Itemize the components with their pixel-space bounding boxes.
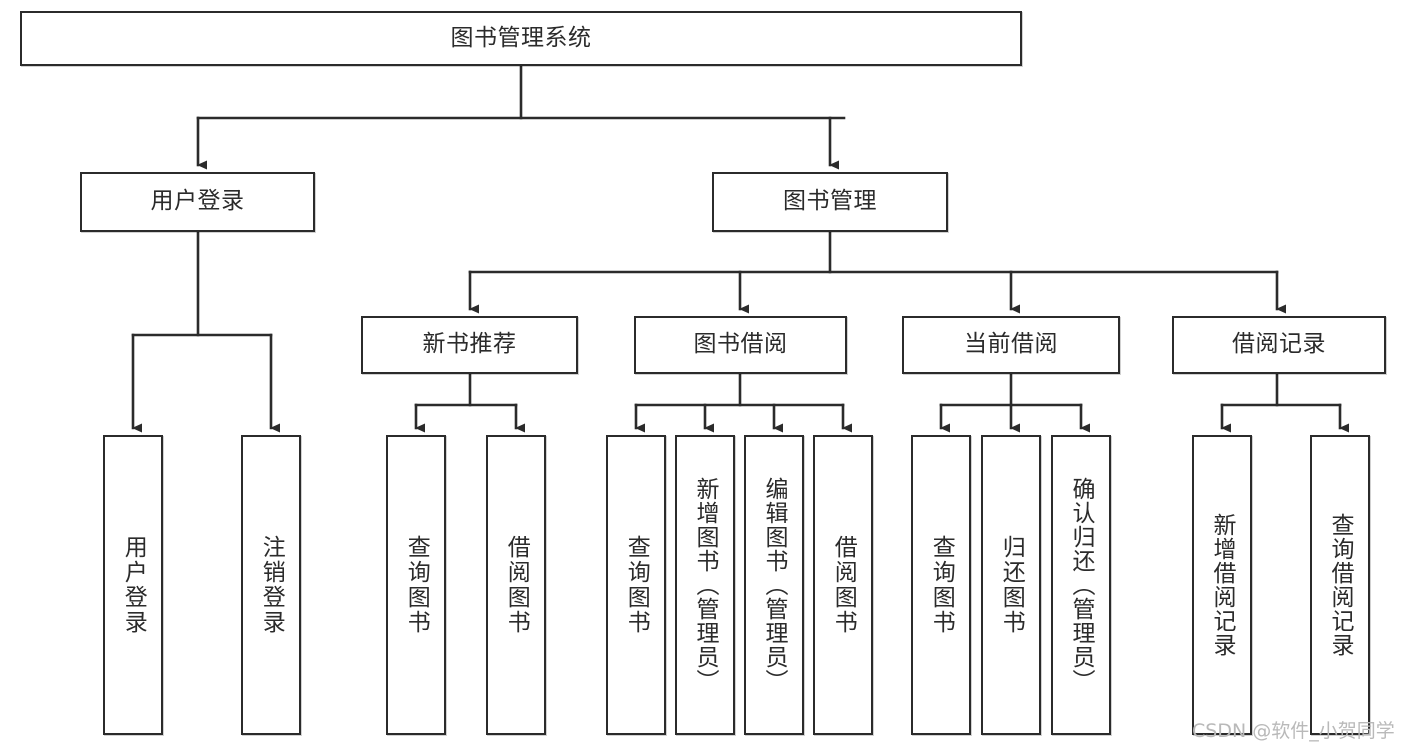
leaf-query-book-recommend[interactable]: 查询图书 xyxy=(386,435,446,735)
node-book-management[interactable]: 图书管理 xyxy=(712,172,948,232)
leaf-add-borrow-record[interactable]: 新增借阅记录 xyxy=(1192,435,1252,735)
node-new-book-recommend[interactable]: 新书推荐 xyxy=(361,316,578,374)
leaf-borrow-book[interactable]: 借阅图书 xyxy=(813,435,873,735)
leaf-edit-book-admin[interactable]: 编辑图书（管理员） xyxy=(744,435,804,735)
leaf-user-login[interactable]: 用户登录 xyxy=(103,435,163,735)
csdn-watermark: CSDN @软件_小贺同学 xyxy=(1192,720,1395,742)
leaf-add-book-admin[interactable]: 新增图书（管理员） xyxy=(675,435,735,735)
node-borrow-records[interactable]: 借阅记录 xyxy=(1172,316,1386,374)
node-root-book-management-system[interactable]: 图书管理系统 xyxy=(20,11,1022,66)
leaf-query-book-borrow[interactable]: 查询图书 xyxy=(606,435,666,735)
leaf-confirm-return-admin[interactable]: 确认归还（管理员） xyxy=(1051,435,1111,735)
node-current-borrow[interactable]: 当前借阅 xyxy=(902,316,1120,374)
leaf-query-book-current[interactable]: 查询图书 xyxy=(911,435,971,735)
leaf-borrow-book-recommend[interactable]: 借阅图书 xyxy=(486,435,546,735)
node-user-login[interactable]: 用户登录 xyxy=(80,172,315,232)
leaf-logout[interactable]: 注销登录 xyxy=(241,435,301,735)
leaf-query-borrow-record[interactable]: 查询借阅记录 xyxy=(1310,435,1370,735)
leaf-return-book[interactable]: 归还图书 xyxy=(981,435,1041,735)
node-book-borrow[interactable]: 图书借阅 xyxy=(634,316,847,374)
